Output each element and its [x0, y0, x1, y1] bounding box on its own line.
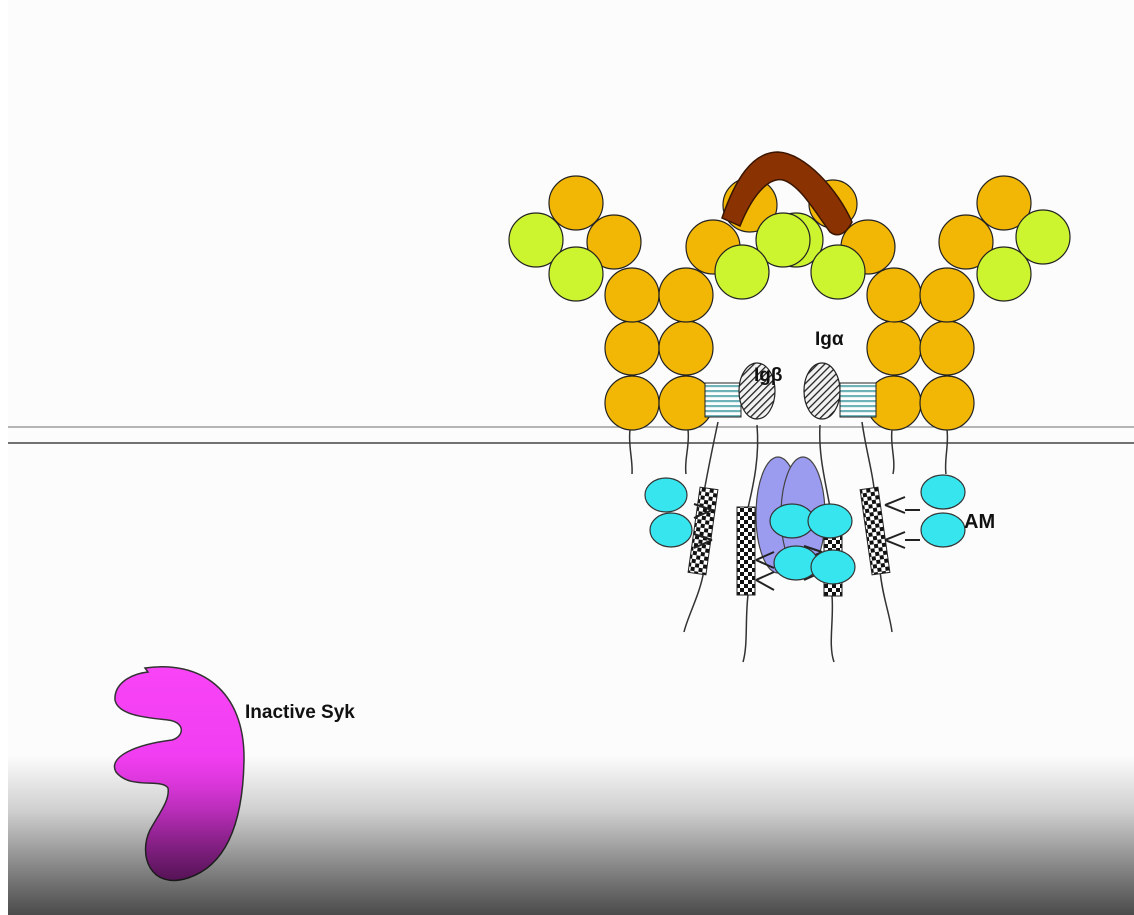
inactive-syk-label: Inactive Syk	[245, 702, 355, 723]
ig-alpha-label: Igα	[815, 329, 844, 350]
inactive-syk	[114, 667, 244, 881]
ig-alpha-domain	[804, 363, 840, 419]
right-heavy-chain-stem	[867, 268, 974, 430]
center-fab-arms	[686, 152, 895, 299]
left-heavy-chain-stem	[605, 268, 713, 430]
ig-heterodimer-extracellular	[705, 363, 876, 419]
ig-beta-label: Igβ	[754, 365, 782, 386]
cell-membrane	[8, 427, 1134, 443]
itam-label: AM	[964, 511, 995, 533]
